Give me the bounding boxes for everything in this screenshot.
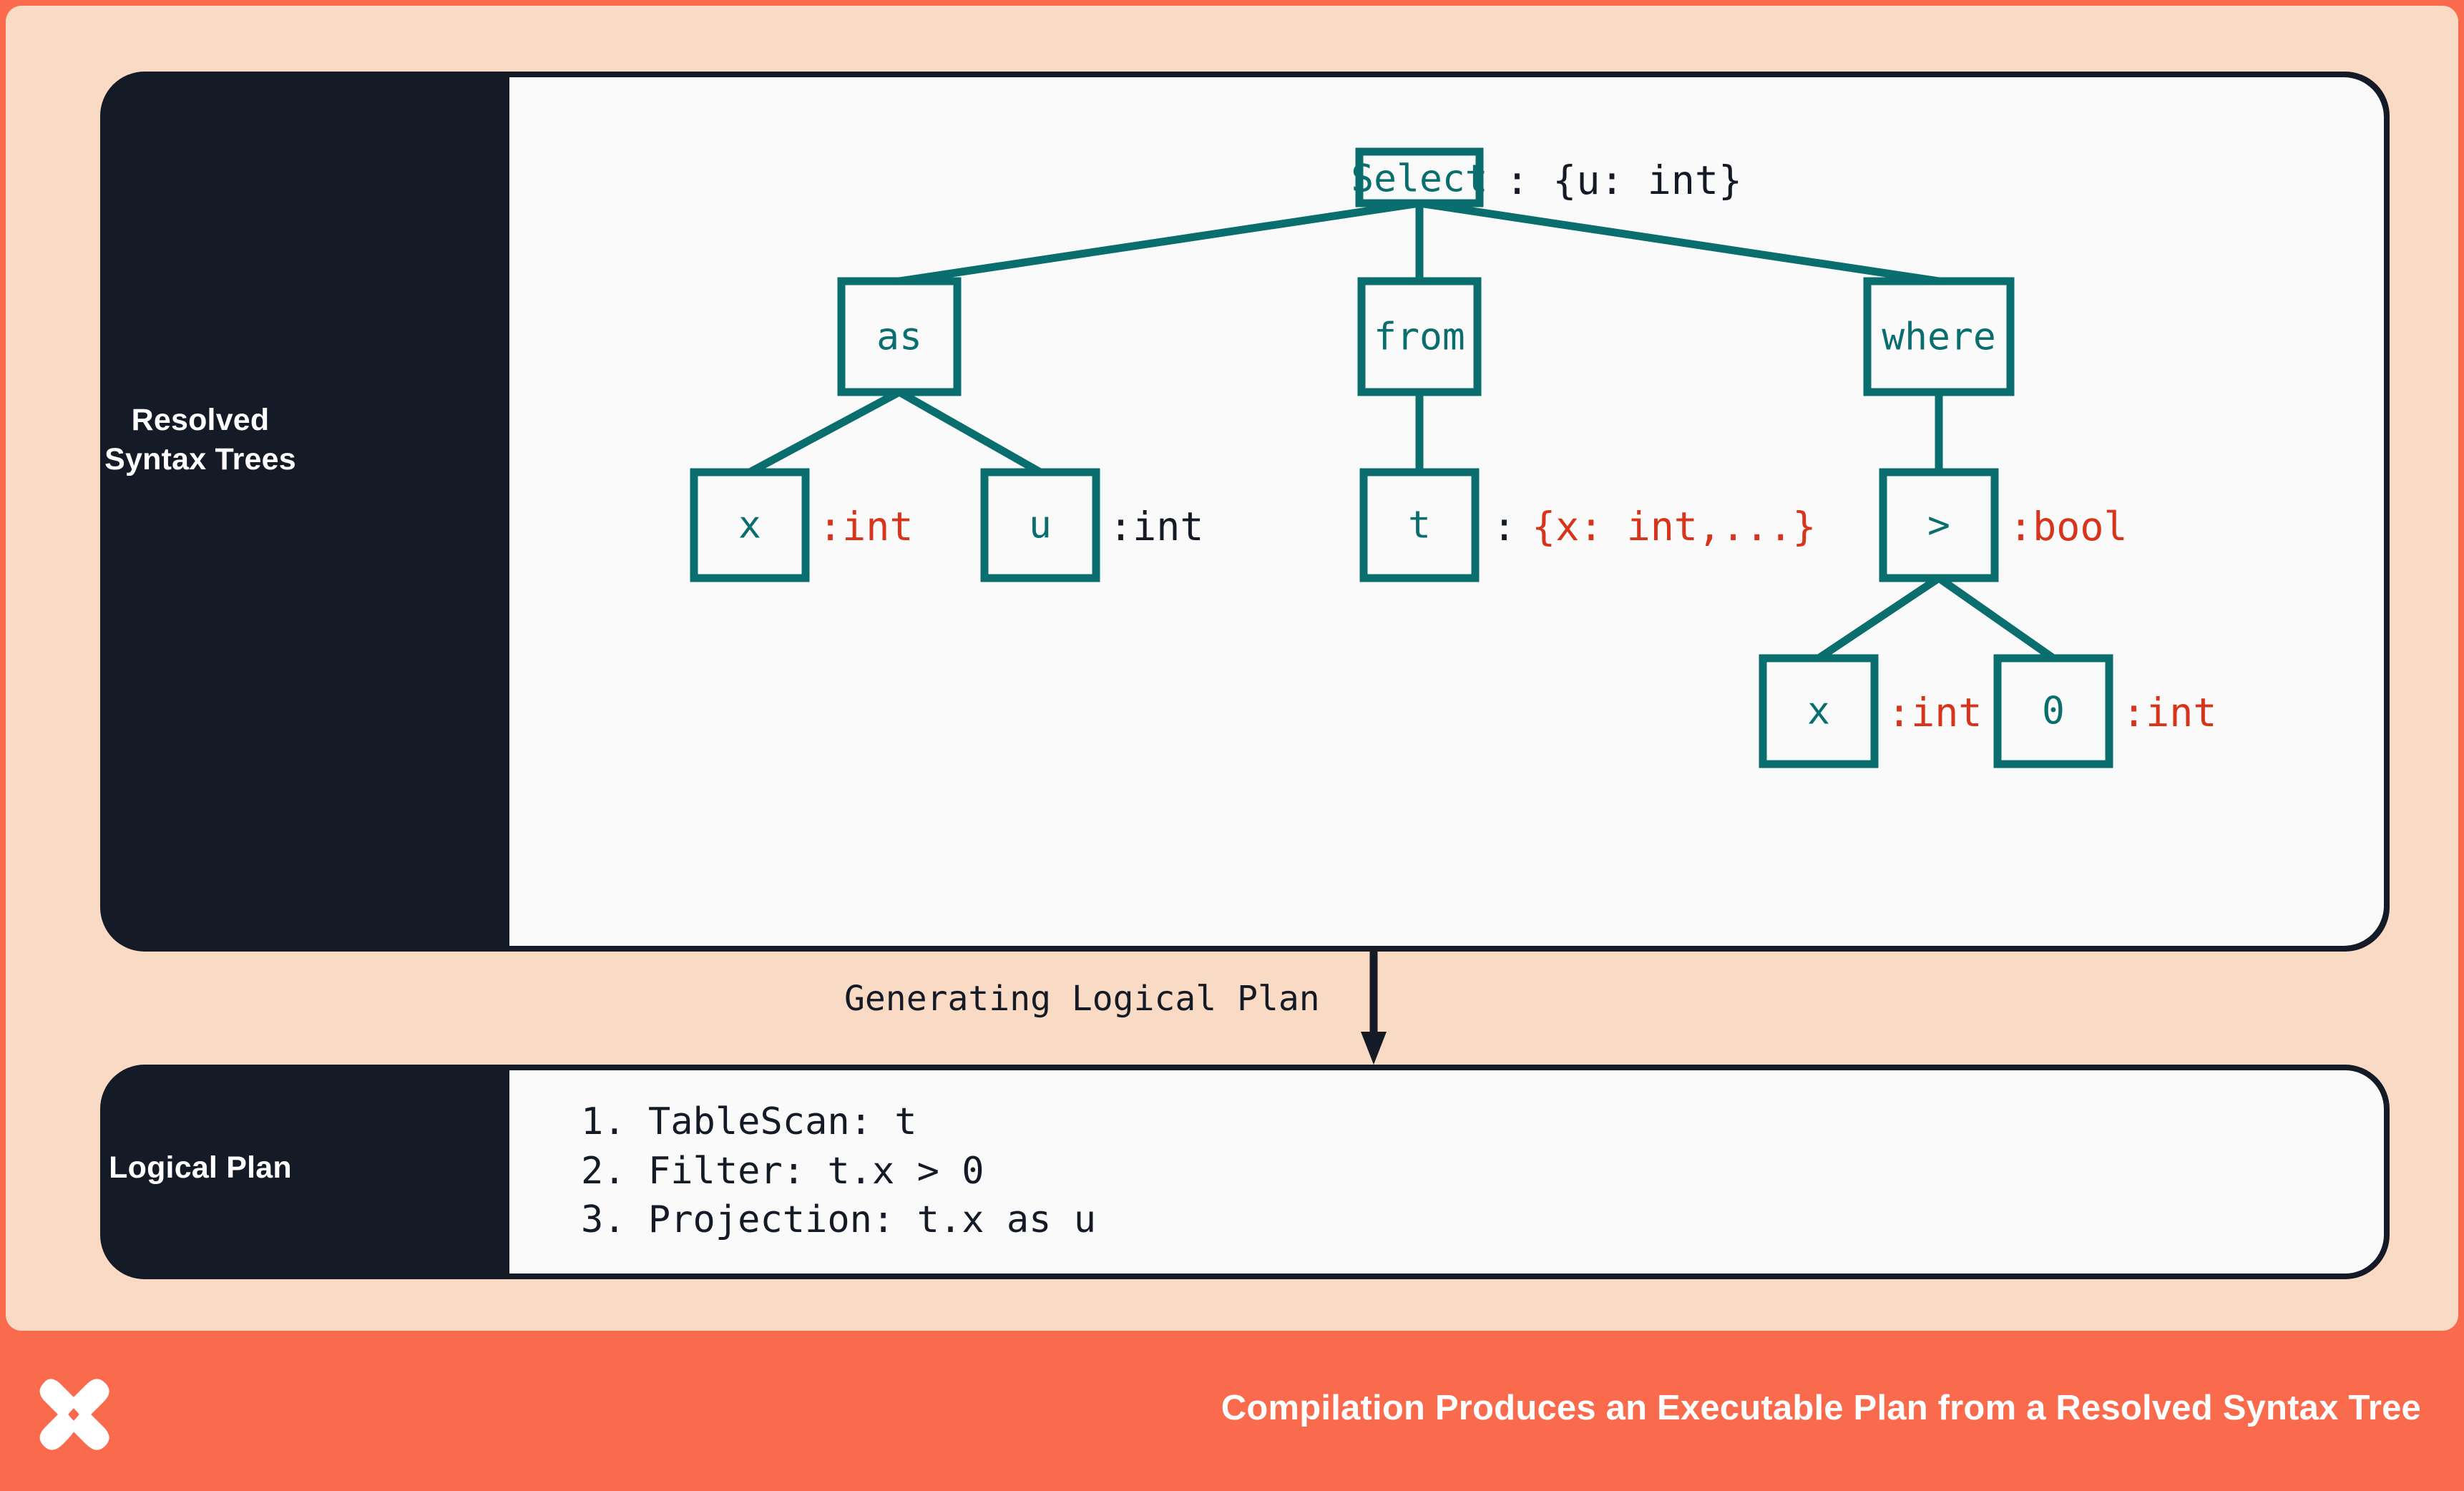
- node-as-box: [837, 277, 962, 396]
- node-gt-0-label: 0: [2042, 690, 2065, 733]
- resolved-syntax-tree-svg: Select : {u: int} as from where x :int u…: [690, 147, 2216, 768]
- node-as-u-label: u: [1029, 504, 1052, 547]
- edge-as-u: [897, 388, 1042, 476]
- node-gt-0[interactable]: 0: [1993, 654, 2113, 768]
- annotation-as-x: :int: [818, 504, 913, 549]
- node-from-t-label: t: [1408, 504, 1431, 547]
- edge-select-as: [899, 199, 1420, 285]
- node-gt-x-box: [1759, 654, 1879, 768]
- node-gt[interactable]: >: [1879, 468, 1999, 582]
- footer-bar: Compilation Produces an Executable Plan …: [0, 1331, 2464, 1491]
- node-from-label: from: [1374, 316, 1465, 359]
- node-where-box: [1863, 277, 2015, 396]
- plan-step: 2. Filter: t.x > 0: [581, 1149, 984, 1193]
- node-from[interactable]: from: [1357, 277, 1482, 396]
- node-from-t-box: [1359, 468, 1480, 582]
- annotation-select: : {u: int}: [1505, 157, 1742, 203]
- logical-plan-steps: 1. TableScan: t 2. Filter: t.x > 0 3. Pr…: [581, 1098, 1096, 1245]
- tree-edges: [748, 199, 2056, 662]
- node-from-t[interactable]: t: [1359, 468, 1480, 582]
- node-gt-box: [1879, 468, 1999, 582]
- node-as-x-box: [690, 468, 810, 582]
- edge-gt-0: [1936, 575, 2056, 662]
- logical-plan-label: Logical Plan: [109, 1150, 292, 1185]
- edge-as-x: [748, 388, 901, 476]
- node-from-box: [1357, 277, 1482, 396]
- down-arrow-icon: [1361, 952, 1387, 1065]
- node-where[interactable]: where: [1863, 277, 2015, 396]
- transition-label: Generating Logical Plan: [844, 979, 1320, 1019]
- annotation-from-t: :{x: int,...}: [1492, 504, 1816, 549]
- node-where-label: where: [1882, 316, 1996, 359]
- plan-step: 3. Projection: t.x as u: [581, 1198, 1097, 1242]
- edge-select-where: [1419, 199, 1940, 285]
- plan-step: 1. TableScan: t: [581, 1100, 917, 1143]
- annotation-as-u: :int: [1109, 504, 1203, 549]
- node-gt-label: >: [1927, 504, 1950, 547]
- node-as[interactable]: as: [837, 277, 962, 396]
- node-select-box: [1355, 147, 1484, 207]
- annotation-gt-x: :int: [1887, 690, 1982, 735]
- node-as-u-box: [980, 468, 1100, 582]
- node-gt-0-box: [1993, 654, 2113, 768]
- node-select[interactable]: Select: [1351, 147, 1488, 207]
- node-gt-x-label: x: [1807, 690, 1830, 733]
- annotation-gt-0: :int: [2122, 690, 2216, 735]
- footer-title: Compilation Produces an Executable Plan …: [1221, 1389, 2421, 1427]
- node-as-x[interactable]: x: [690, 468, 810, 582]
- brand-x-logo-icon: [39, 1379, 109, 1450]
- logical-plan-canvas: [509, 1070, 2384, 1274]
- node-as-label: as: [876, 316, 922, 359]
- node-gt-x[interactable]: x: [1759, 654, 1879, 768]
- node-select-label: Select: [1351, 157, 1487, 201]
- edge-gt-x: [1816, 575, 1942, 662]
- node-as-x-label: x: [738, 504, 761, 547]
- node-as-u[interactable]: u: [980, 468, 1100, 582]
- annotation-gt: :bool: [2009, 504, 2128, 549]
